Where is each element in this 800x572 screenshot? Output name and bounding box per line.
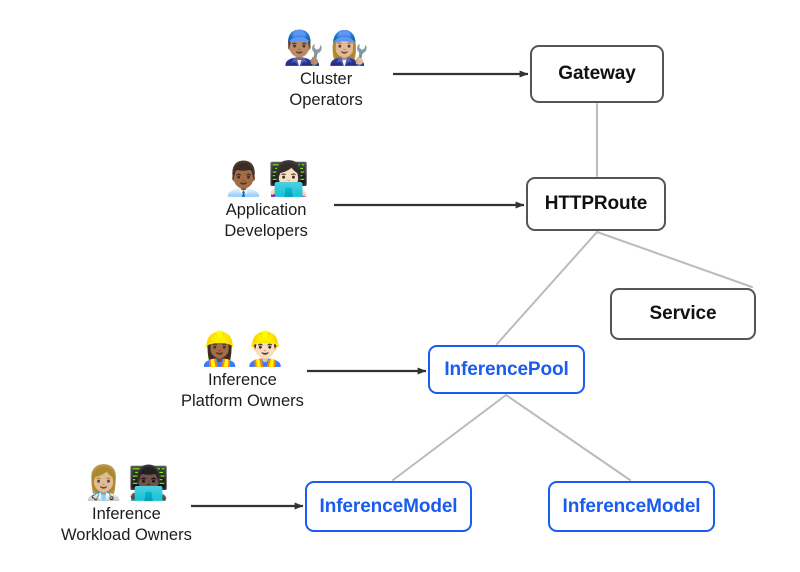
node-label: InferenceModel [319,495,458,517]
edge-httproute-to-service [596,231,753,288]
health-worker-woman-icon: 👩🏼‍⚕️ [83,463,125,502]
node-httproute[interactable]: HTTPRoute [526,177,666,231]
office-worker-man-icon: 👨🏾‍💼 [223,159,265,198]
persona-icons: 👩🏼‍⚕️👨🏿‍💻 [83,466,169,499]
persona-icons: 👨🏾‍💼👩🏻‍💻 [223,162,309,195]
persona-icons: 👷🏾‍♀️👷🏻‍♂️ [199,332,285,365]
node-inferencemodel-right[interactable]: InferenceModel [548,481,715,532]
node-inferencepool[interactable]: InferencePool [428,345,585,394]
edge-inferencepool-to-model-left [392,394,507,481]
node-label: Gateway [558,63,636,84]
persona-label-line1: Inference [208,371,277,389]
technologist-woman-icon: 👩🏻‍💻 [268,159,310,198]
node-label: Service [649,303,717,324]
edge-inferencepool-to-model-right [505,394,631,481]
construction-worker-woman-icon: 👷🏾‍♀️ [199,329,241,368]
persona-icons: 👨🏽‍🔧👩🏼‍🔧 [283,31,369,64]
persona-label-line2: Developers [224,222,308,241]
persona-label-line2: Operators [289,91,363,110]
technologist-man-icon: 👨🏿‍💻 [128,463,170,502]
mechanic-woman-icon: 👩🏼‍🔧 [328,28,370,67]
node-inferencemodel-left[interactable]: InferenceModel [305,481,472,532]
persona-label-line1: Inference [92,505,161,523]
persona-label-line2: Workload Owners [61,526,192,545]
relationship-lines [392,103,753,481]
node-gateway[interactable]: Gateway [530,45,664,103]
node-label: InferenceModel [562,495,701,517]
node-service[interactable]: Service [610,288,756,340]
persona-arrows [191,70,529,510]
persona-label-line1: Application [225,201,307,219]
mechanic-man-icon: 👨🏽‍🔧 [283,28,325,67]
node-label: InferencePool [444,358,569,380]
edge-httproute-to-inferencepool [496,231,598,345]
construction-worker-man-icon: 👷🏻‍♂️ [244,329,286,368]
persona-label-line1: Cluster [299,70,353,88]
node-label: HTTPRoute [544,193,648,214]
persona-label-line2: Platform Owners [181,392,304,411]
